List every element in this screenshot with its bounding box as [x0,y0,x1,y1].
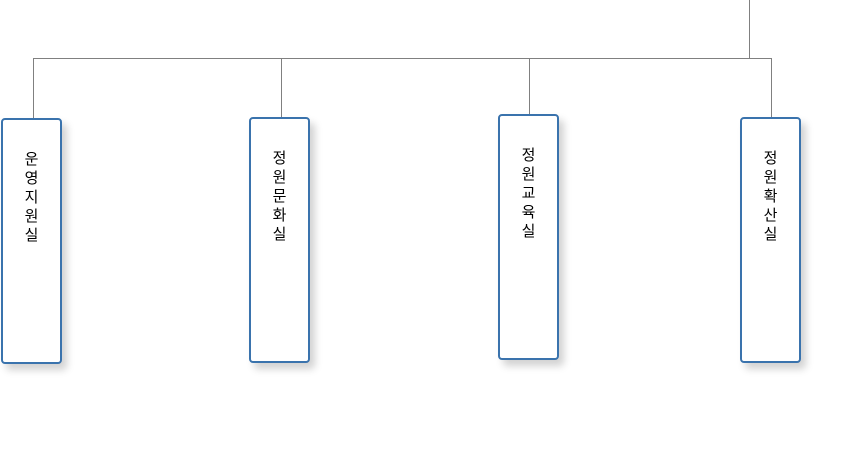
connector-drop-2 [281,58,282,118]
connector-horizontal [33,58,772,59]
connector-drop-4 [771,58,772,118]
connector-from-parent [749,0,750,58]
connector-drop-3 [529,58,530,115]
connector-drop-1 [33,58,34,119]
